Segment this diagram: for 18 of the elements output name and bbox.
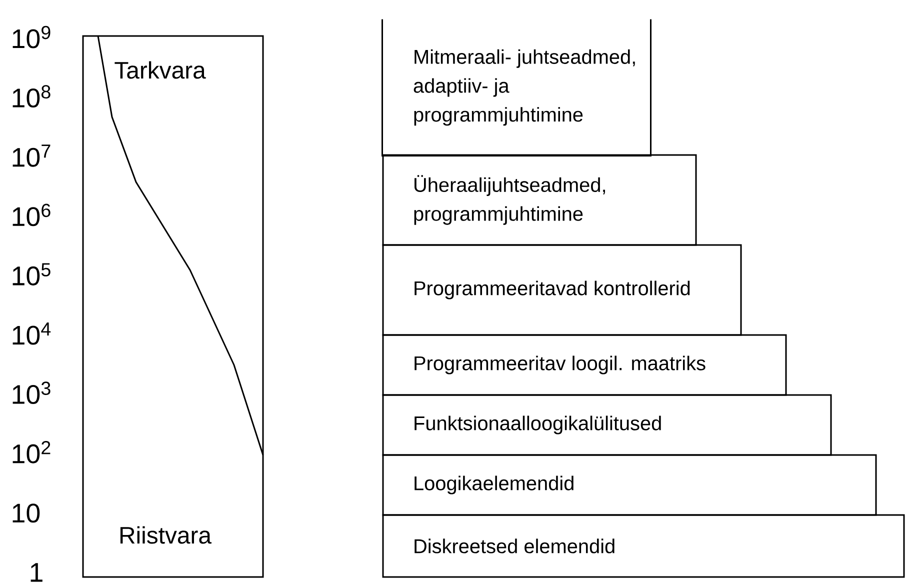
step-box: Üheraalijuhtseadmed, programmjuhtimine bbox=[382, 154, 697, 246]
step-box: Diskreetsed elemendid bbox=[382, 514, 905, 578]
axis-label: 10 bbox=[12, 504, 40, 523]
step-box: Loogikaelemendid bbox=[382, 454, 877, 516]
graph-box: Tarkvara Riistvara bbox=[82, 35, 264, 578]
step-box: Funktsionaalloogikalülitused bbox=[382, 394, 832, 456]
axis-label: 10$^{2}$ bbox=[12, 440, 50, 464]
step-box: Programmeeritav loogil. maatriks bbox=[382, 334, 787, 396]
axis-label: 1 bbox=[30, 563, 42, 582]
axis-label: 10$^{5}$ bbox=[12, 263, 50, 286]
axis-label: 10$^{7}$ bbox=[12, 144, 50, 167]
step-box: Mitmeraali- juhtseadmed, adaptiiv- ja programmjuhtimine bbox=[382, 19, 652, 156]
axis-label: 10$^{4}$ bbox=[12, 322, 51, 345]
axis-label: 10$^{9}$ bbox=[12, 26, 50, 48]
axis-label: 10$^{3}$ bbox=[12, 382, 50, 404]
step-box: Programmeeritavad kontrollerid bbox=[382, 244, 742, 336]
axis-label: 10$^{6}$ bbox=[12, 204, 50, 226]
axis-label: 10$^{8}$ bbox=[12, 85, 50, 108]
